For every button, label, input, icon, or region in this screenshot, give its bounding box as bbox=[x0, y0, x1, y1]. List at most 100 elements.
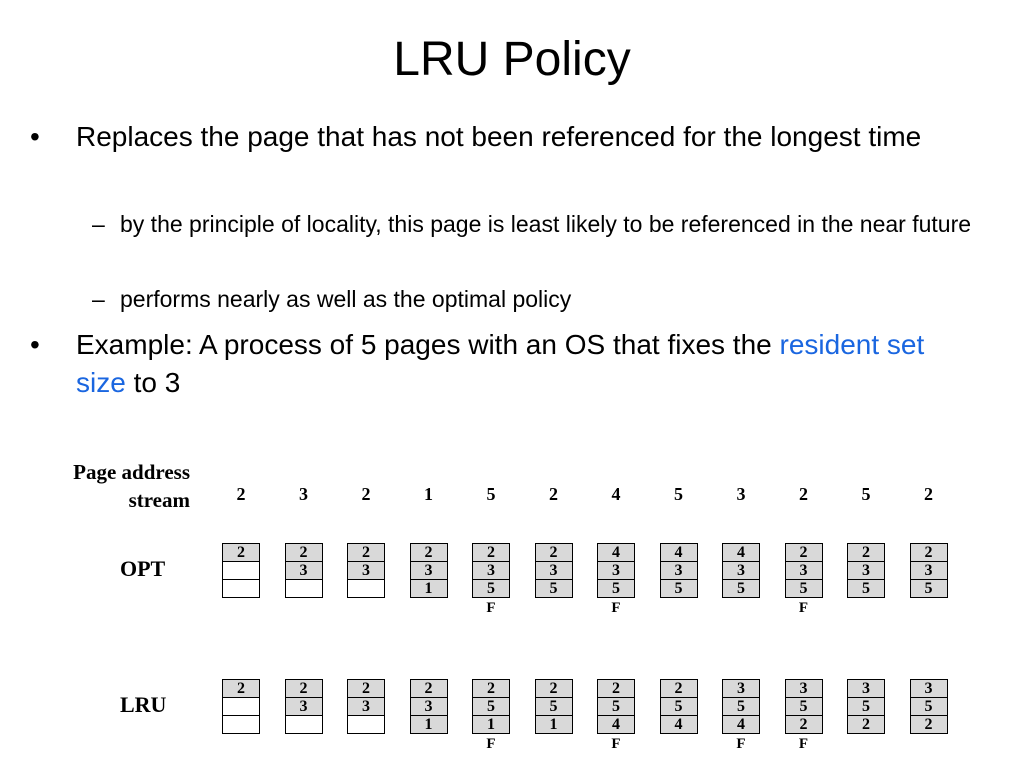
frame-cell bbox=[284, 715, 323, 734]
frame-cell: 2 bbox=[472, 679, 510, 698]
frame-cell: 2 bbox=[847, 715, 885, 734]
frame-cell: 2 bbox=[347, 679, 385, 698]
frame-cell: 1 bbox=[409, 715, 448, 734]
frame-cell: 2 bbox=[347, 543, 385, 562]
row-label-opt: OPT bbox=[120, 556, 166, 581]
stream-label-line2: stream bbox=[128, 488, 190, 512]
frame-cell: 4 bbox=[597, 543, 635, 562]
stream-page-number: 2 bbox=[799, 484, 808, 504]
stream-page-number: 5 bbox=[486, 484, 496, 504]
bullet-marker: • bbox=[30, 121, 40, 152]
dash-marker: – bbox=[92, 211, 105, 237]
frame-cell: 2 bbox=[472, 543, 510, 562]
row-label-lru: LRU bbox=[120, 692, 167, 717]
frame-cell: 3 bbox=[284, 697, 323, 716]
frame-cell: 3 bbox=[847, 679, 885, 698]
frame-cell bbox=[284, 579, 323, 598]
sub-bullet-item: – performs nearly as well as the optimal… bbox=[92, 283, 992, 316]
frame-cell: 2 bbox=[222, 679, 260, 698]
resident-set-size-link[interactable]: resident set size bbox=[76, 329, 925, 398]
frame-cell: 2 bbox=[534, 679, 573, 698]
frame-cell: 5 bbox=[784, 579, 823, 598]
stream-page-number: 4 bbox=[611, 484, 621, 504]
frame-cell: 1 bbox=[472, 715, 510, 734]
frame-cell: 2 bbox=[534, 543, 573, 562]
frame-cell: 5 bbox=[722, 697, 760, 716]
frame-stack: 2 bbox=[222, 679, 260, 734]
frame-cell bbox=[222, 697, 260, 716]
bullet-text-start: Example: A process of 5 pages with an OS… bbox=[76, 329, 780, 360]
sub-bullet-text: performs nearly as well as the optimal p… bbox=[120, 286, 572, 312]
frame-cell: 2 bbox=[784, 715, 823, 734]
frame-cell: 3 bbox=[659, 561, 698, 580]
frame-cell bbox=[222, 715, 260, 734]
frame-cell: 2 bbox=[409, 543, 448, 562]
frame-cell: 2 bbox=[847, 543, 885, 562]
page-fault-marker: F bbox=[736, 736, 746, 752]
stream-page-number: 3 bbox=[736, 484, 746, 504]
stream-page-number: 3 bbox=[299, 484, 308, 504]
frame-cell: 4 bbox=[659, 715, 698, 734]
frame-cell: 2 bbox=[909, 543, 948, 562]
page-fault-marker: F bbox=[798, 736, 809, 752]
frame-cell bbox=[222, 561, 260, 580]
frame-cell: 4 bbox=[659, 543, 698, 562]
frame-cell: 5 bbox=[597, 579, 635, 598]
frame-cell: 2 bbox=[284, 679, 323, 698]
frame-cell: 3 bbox=[909, 679, 948, 698]
frame-cell: 3 bbox=[784, 679, 823, 698]
frame-cell: 2 bbox=[284, 543, 323, 562]
sub-bullet-text: by the principle of locality, this page … bbox=[120, 211, 972, 237]
page-fault-marker: F bbox=[798, 600, 809, 616]
frame-cell: 3 bbox=[284, 561, 323, 580]
stream-page-number: 5 bbox=[861, 484, 871, 504]
frame-cell: 2 bbox=[409, 679, 448, 698]
stream-page-number: 2 bbox=[549, 484, 558, 504]
frame-cell: 3 bbox=[722, 561, 760, 580]
frame-cell: 2 bbox=[659, 679, 698, 698]
frame-cell: 3 bbox=[409, 697, 448, 716]
sub-bullet-item: – by the principle of locality, this pag… bbox=[92, 208, 992, 241]
stream-page-number: 5 bbox=[674, 484, 683, 504]
frame-cell: 2 bbox=[222, 543, 260, 562]
frame-cell: 2 bbox=[597, 679, 635, 698]
page-fault-marker: F bbox=[611, 736, 621, 752]
frame-cell: 5 bbox=[472, 579, 510, 598]
bullet-item: • Replaces the page that has not been re… bbox=[30, 118, 970, 156]
frame-cell: 3 bbox=[909, 561, 948, 580]
frame-cell: 3 bbox=[347, 561, 385, 580]
stream-page-number: 2 bbox=[924, 484, 933, 504]
stream-label-line1: Page address bbox=[73, 460, 190, 484]
frame-cell: 5 bbox=[784, 697, 823, 716]
page-fault-marker: F bbox=[611, 600, 621, 616]
frame-cell bbox=[347, 715, 385, 734]
frame-cell: 5 bbox=[472, 697, 510, 716]
frame-cell: 5 bbox=[722, 579, 760, 598]
frame-cell: 5 bbox=[534, 697, 573, 716]
frame-stack: 2 bbox=[222, 543, 260, 598]
frame-cell: 3 bbox=[409, 561, 448, 580]
stream-page-number: 2 bbox=[361, 484, 371, 504]
stream-page-number: 2 bbox=[236, 484, 246, 504]
frame-cell: 5 bbox=[597, 697, 635, 716]
frame-cell: 3 bbox=[847, 561, 885, 580]
bullet-item: • Example: A process of 5 pages with an … bbox=[30, 326, 970, 402]
frame-cell: 5 bbox=[847, 697, 885, 716]
